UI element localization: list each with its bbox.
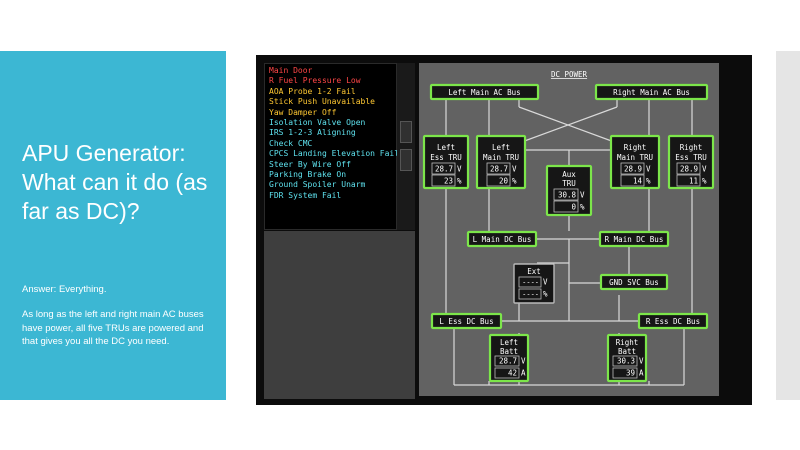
unit-symbol: V (702, 165, 707, 174)
unit-label: Right (624, 143, 647, 152)
external-power: Ext ---- V ---- % (513, 263, 555, 304)
voltage-readout: 28.7 (435, 165, 453, 174)
dc-power-title: DC POWER (551, 70, 588, 79)
unit-symbol: % (646, 177, 651, 186)
load-readout: 0 (571, 203, 576, 212)
unit-label: Ess TRU (430, 153, 462, 162)
l-ess-dc-bus: L Ess DC Bus (430, 312, 503, 330)
load-readout: ---- (522, 291, 539, 299)
aux-tru: Aux TRU 30.8 V 0 % (545, 164, 593, 217)
unit-symbol: A (521, 369, 526, 378)
unit-label: Aux (562, 170, 576, 179)
eicas-message: Isolation Valve Open (269, 118, 366, 128)
unit-symbol: V (639, 357, 644, 366)
right-battery: Right Batt 30.3 V 39 A (606, 333, 648, 383)
load-readout: 11 (689, 177, 698, 186)
right-ess-tru: Right Ess TRU 28.9 V 11 % (667, 134, 715, 190)
unit-label: Main TRU (483, 153, 519, 162)
eicas-message: Ground Spoiler Unarm (269, 180, 366, 190)
next-slide-edge (776, 51, 800, 400)
unit-label: Batt (618, 347, 636, 356)
left-ess-tru: Left Ess TRU 28.7 V 23 % (422, 134, 470, 190)
unit-symbol: % (457, 177, 462, 186)
unit-symbol: A (639, 369, 644, 378)
voltage-readout: 30.3 (617, 357, 635, 366)
unit-label: Ess TRU (675, 153, 707, 162)
eicas-message-list: Main Door R Fuel Pressure Low AOA Probe … (264, 63, 400, 230)
unit-label: Right (680, 143, 703, 152)
slide-title-panel: APU Generator: What can it do (as far as… (0, 51, 226, 400)
bus-label: GND SVC Bus (609, 278, 659, 287)
bus-label: R Ess DC Bus (646, 317, 700, 326)
voltage-readout: 28.7 (499, 357, 517, 366)
dc-power-synoptic: DC POWER Left Main AC Bus Right Main AC … (419, 63, 719, 396)
bus-label: L Main DC Bus (473, 235, 532, 244)
bus-label: R Main DC Bus (605, 235, 664, 244)
eicas-message: Parking Brake On (269, 170, 347, 180)
current-readout: 42 (508, 369, 517, 378)
unit-label: Batt (500, 347, 518, 356)
eicas-message: FDR System Fail (269, 190, 342, 200)
l-main-dc-bus: L Main DC Bus (466, 230, 538, 248)
unit-symbol: V (521, 357, 526, 366)
r-ess-dc-bus: R Ess DC Bus (637, 312, 709, 330)
bus-label: Right Main AC Bus (613, 88, 690, 97)
unit-symbol: V (646, 165, 651, 174)
load-readout: 14 (633, 177, 643, 186)
unit-symbol: % (702, 177, 707, 186)
unit-symbol: V (543, 278, 548, 287)
unit-symbol: V (457, 165, 462, 174)
bus-label: Left Main AC Bus (448, 88, 520, 97)
unit-label: Left (492, 143, 510, 152)
voltage-readout: 28.9 (624, 165, 642, 174)
eicas-message: CPCS Landing Elevation Fail (269, 149, 400, 159)
voltage-readout: 30.8 (558, 191, 577, 200)
eicas-message: R Fuel Pressure Low (269, 76, 361, 86)
unit-label: Left (437, 143, 455, 152)
slide-answer: Answer: Everything. (22, 284, 107, 295)
left-battery: Left Batt 28.7 V 42 A (488, 333, 530, 383)
unit-symbol: V (580, 191, 585, 200)
eicas-message: Yaw Damper Off (269, 107, 337, 117)
slide-title: APU Generator: What can it do (as far as… (22, 140, 208, 224)
blank-display-area (264, 231, 415, 399)
gnd-svc-bus: GND SVC Bus (599, 273, 669, 291)
unit-symbol: V (512, 165, 517, 174)
bezel-knob (400, 149, 412, 171)
eicas-message: IRS 1-2-3 Aligning (269, 128, 356, 138)
bus-label: L Ess DC Bus (439, 317, 493, 326)
slide-body-text: As long as the left and right main AC bu… (22, 309, 204, 347)
voltage-readout: ---- (522, 279, 539, 287)
unit-label: Ext (527, 267, 541, 276)
unit-label: Left (500, 338, 518, 347)
load-readout: 20 (499, 177, 509, 186)
eicas-message: Check CMC (269, 138, 313, 148)
eicas-message: Main Door (269, 66, 313, 75)
unit-label: Right (616, 338, 639, 347)
unit-symbol: % (543, 290, 548, 299)
unit-symbol: % (580, 203, 585, 212)
eicas-message: Stick Push Unavailable (269, 97, 375, 107)
unit-symbol: % (512, 177, 517, 186)
bezel-knob (400, 121, 412, 143)
r-main-dc-bus: R Main DC Bus (598, 230, 670, 248)
unit-label: Main TRU (617, 153, 653, 162)
voltage-readout: 28.9 (680, 165, 698, 174)
right-main-tru: Right Main TRU 28.9 V 14 % (609, 134, 661, 190)
load-readout: 23 (444, 177, 453, 186)
voltage-readout: 28.7 (490, 165, 508, 174)
display-bezel (397, 63, 415, 230)
eicas-message: Steer By Wire Off (269, 159, 351, 169)
right-main-ac-bus: Right Main AC Bus (594, 83, 709, 101)
left-main-ac-bus: Left Main AC Bus (429, 83, 540, 101)
unit-label: TRU (562, 179, 576, 188)
current-readout: 39 (626, 369, 635, 378)
left-main-tru: Left Main TRU 28.7 V 20 % (475, 134, 527, 190)
eicas-message: AOA Probe 1-2 Fail (269, 86, 356, 96)
